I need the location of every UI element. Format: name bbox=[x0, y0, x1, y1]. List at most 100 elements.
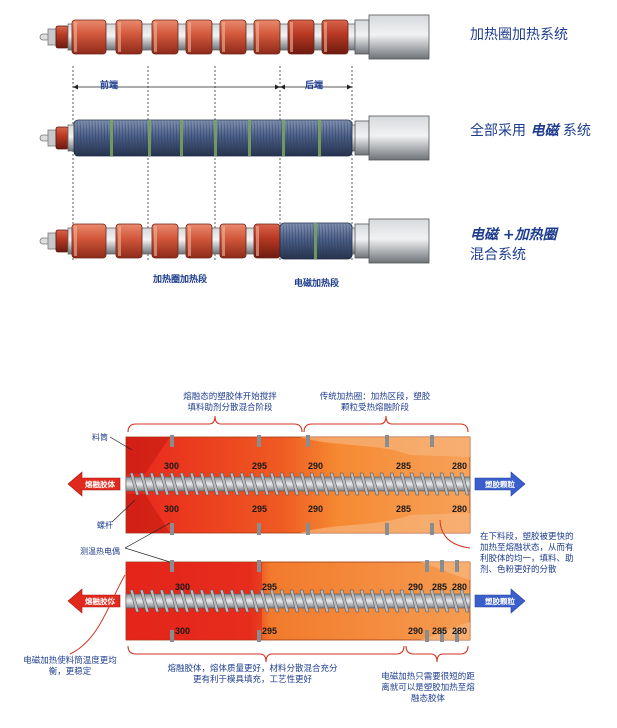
screw-flight bbox=[319, 589, 330, 613]
output-arrow-label: 熔融胶体 bbox=[85, 479, 115, 489]
em-separator-ring bbox=[248, 120, 251, 156]
temperature-reading: 290 bbox=[408, 582, 423, 592]
screw-flight bbox=[179, 589, 190, 613]
title-mixed-line1: 电磁 +加热圈 bbox=[470, 227, 557, 243]
screw-flight bbox=[219, 472, 230, 496]
screw-flight bbox=[189, 472, 200, 496]
screw-flight bbox=[359, 472, 370, 496]
em-coil-winding bbox=[106, 120, 109, 156]
em-coil-winding bbox=[205, 120, 208, 156]
em-coil-winding bbox=[217, 120, 220, 156]
barrel-flange bbox=[354, 19, 370, 55]
thermocouple-probe bbox=[257, 523, 261, 535]
em-coil-winding bbox=[79, 120, 82, 156]
screw-flight bbox=[159, 589, 170, 613]
em-coil-winding bbox=[277, 120, 280, 156]
em-coil-winding bbox=[324, 223, 327, 259]
screw-flight bbox=[389, 589, 400, 613]
title-em-prefix: 全部采用 bbox=[470, 123, 526, 139]
em-coil-winding bbox=[300, 223, 303, 259]
screw-flight bbox=[339, 472, 350, 496]
em-coil-winding bbox=[265, 120, 268, 156]
thermocouple-probe bbox=[430, 523, 434, 535]
screw-flight bbox=[169, 589, 180, 613]
nozzle-heater bbox=[55, 229, 69, 253]
label-thermocouple: 测温热电偶 bbox=[80, 547, 120, 556]
temperature-reading: 295 bbox=[252, 461, 267, 471]
screw-flight bbox=[309, 589, 320, 613]
note-melt-quality: 熔融胶体，熔体质量更好，材料分散混合充分 更有利于模具填充，工艺性更好 bbox=[167, 664, 338, 685]
screw-flight bbox=[279, 589, 290, 613]
input-arrow bbox=[474, 588, 526, 614]
em-coil-winding bbox=[100, 120, 103, 156]
temperature-reading: 290 bbox=[308, 461, 323, 471]
em-coil-winding bbox=[115, 120, 118, 156]
heater-band bbox=[151, 223, 179, 259]
em-coil-winding bbox=[318, 223, 321, 259]
input-arrow-label: 塑胶颗粒 bbox=[485, 479, 515, 489]
temperature-reading: 295 bbox=[262, 582, 277, 592]
title-em-bold: 电磁 bbox=[530, 123, 559, 139]
temperature-reading: 285 bbox=[396, 504, 411, 514]
em-coil-winding bbox=[88, 120, 91, 156]
heater-band-highlight bbox=[222, 226, 225, 256]
em-coil-winding bbox=[127, 120, 130, 156]
heater-band bbox=[71, 223, 107, 259]
em-separator-ring bbox=[314, 223, 317, 259]
temperature-reading: 295 bbox=[262, 626, 277, 636]
em-coil-winding bbox=[274, 120, 277, 156]
thermocouple-probe bbox=[425, 630, 429, 642]
em-coil-winding bbox=[154, 120, 157, 156]
screw-flight bbox=[409, 589, 420, 613]
em-coil-winding bbox=[169, 120, 172, 156]
em-coil-winding bbox=[289, 120, 292, 156]
screw-flight bbox=[139, 589, 150, 613]
em-coil-winding bbox=[160, 120, 163, 156]
brace-em-short-distance bbox=[405, 645, 469, 663]
em-coil-winding bbox=[322, 120, 325, 156]
temperature-reading: 280 bbox=[452, 504, 467, 514]
screw-flight bbox=[139, 472, 150, 496]
screw-flight bbox=[419, 589, 430, 613]
temperature-reading: 290 bbox=[408, 626, 423, 636]
heater-band bbox=[287, 19, 315, 55]
em-coil-winding bbox=[130, 120, 133, 156]
em-coil-winding bbox=[139, 120, 142, 156]
em-coil-winding bbox=[193, 120, 196, 156]
thermocouple-probe bbox=[257, 560, 261, 572]
screw-flight bbox=[299, 589, 310, 613]
em-coil-winding bbox=[163, 120, 166, 156]
thermocouple-probe bbox=[257, 435, 261, 447]
em-coil-winding bbox=[303, 223, 306, 259]
em-coil-winding bbox=[235, 120, 238, 156]
em-coil-winding bbox=[244, 120, 247, 156]
thermocouple-probe bbox=[306, 435, 310, 447]
dimension-arrowhead bbox=[73, 84, 78, 90]
em-coil-winding bbox=[76, 120, 79, 156]
thermocouple-probe bbox=[455, 560, 459, 572]
screw-flight bbox=[259, 589, 270, 613]
note-em-uniform-temp: 电磁加热使料筒温度更均 衡，更稳定 bbox=[23, 656, 117, 677]
screw-flight bbox=[189, 589, 200, 613]
screw-flight bbox=[379, 589, 390, 613]
dimension-arrowhead bbox=[275, 84, 280, 90]
thermocouple-probe bbox=[385, 523, 389, 535]
em-coil-winding bbox=[226, 120, 229, 156]
feed-block bbox=[368, 218, 430, 264]
em-coil-winding bbox=[292, 120, 295, 156]
screw-flight bbox=[369, 589, 380, 613]
em-coil-winding bbox=[118, 120, 121, 156]
em-coil-winding bbox=[97, 120, 100, 156]
heater-band-highlight bbox=[118, 226, 121, 256]
screw-flight bbox=[409, 472, 420, 496]
thermocouple-probe bbox=[170, 523, 174, 535]
em-coil-winding bbox=[241, 120, 244, 156]
screw-flight bbox=[369, 472, 380, 496]
em-separator-ring bbox=[282, 120, 285, 156]
thermocouple-probe bbox=[440, 560, 444, 572]
screw-flight bbox=[439, 589, 450, 613]
em-coil-winding bbox=[94, 120, 97, 156]
screw-flight bbox=[349, 589, 360, 613]
